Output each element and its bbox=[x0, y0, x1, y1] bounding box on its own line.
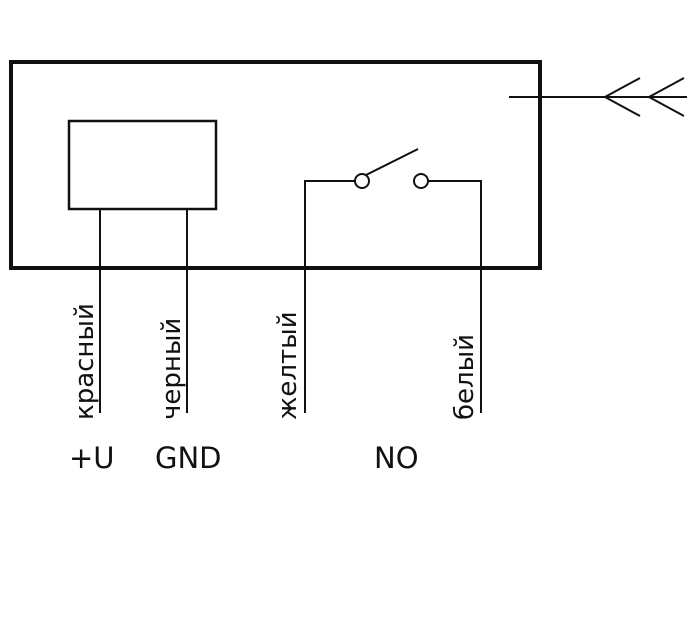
terminal-label-plus-u: +U bbox=[69, 441, 115, 475]
wire-label-white: белый bbox=[450, 334, 480, 420]
terminal-label-no: NO bbox=[374, 441, 419, 475]
antenna-icon bbox=[509, 77, 687, 117]
wire-label-red: красный bbox=[70, 303, 100, 420]
power-module-box bbox=[67, 119, 218, 211]
terminal-label-gnd: GND bbox=[155, 441, 222, 475]
wire-label-yellow: желтый bbox=[273, 311, 303, 420]
wire-label-black: черный bbox=[157, 318, 187, 420]
device-housing bbox=[9, 60, 542, 270]
